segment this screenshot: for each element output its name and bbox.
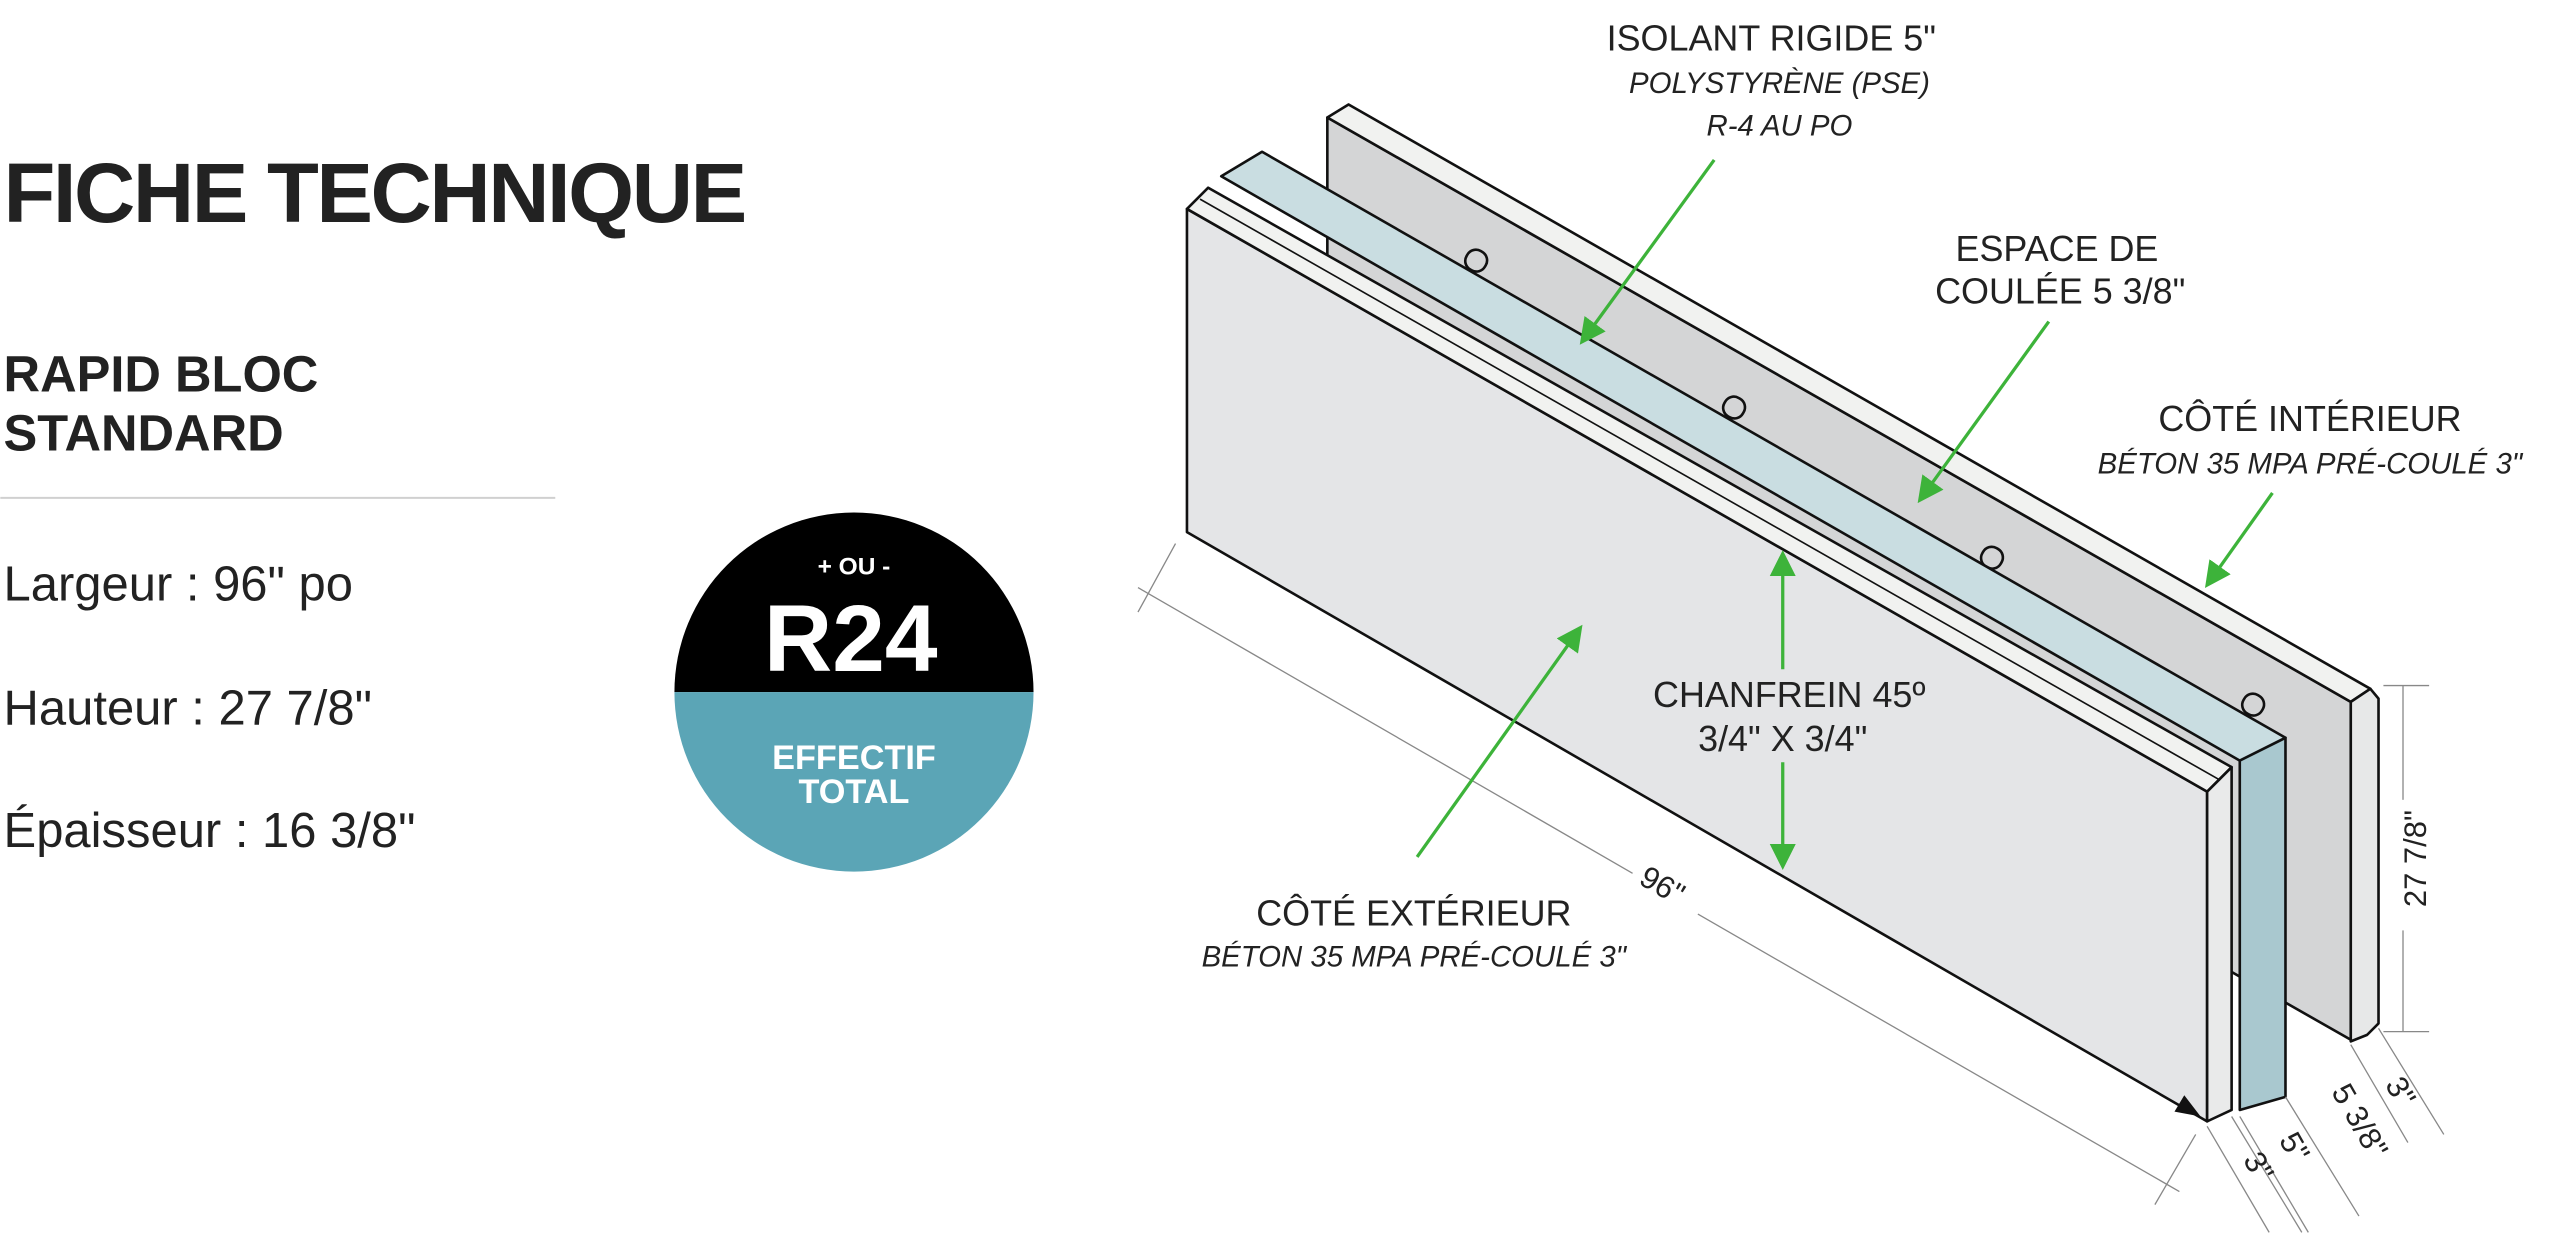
product-name-line1: RAPID BLOC: [4, 346, 319, 403]
interior-panel-end: [2349, 687, 2380, 1043]
dim-length: 96": [1634, 859, 1691, 912]
spec-thickness: Épaisseur : 16 3/8": [4, 804, 416, 858]
badge-top-text: + OU -: [818, 554, 891, 581]
arrow-interior-icon: [2204, 492, 2274, 589]
insulation-material: POLYSTYRÈNE (PSE): [1629, 67, 1930, 100]
interior-label: CÔTÉ INTÉRIEUR: [2158, 398, 2461, 439]
dimension-lines: [1137, 543, 2445, 1233]
insulation-label: ISOLANT RIGIDE 5": [1607, 18, 1936, 59]
tie-icons: [1463, 248, 2266, 717]
arrow-exterior-icon: [1415, 624, 1583, 858]
insulation-end: [2238, 736, 2287, 1112]
exterior-label: CÔTÉ EXTÉRIEUR: [1256, 893, 1571, 934]
exterior-detail: BÉTON 35 MPA PRÉ-COULÉ 3": [1202, 940, 1628, 973]
chamfer-label-2: 3/4" X 3/4": [1698, 718, 1867, 759]
product-name-line2: STANDARD: [4, 405, 284, 462]
block-diagram: [1185, 103, 2380, 1123]
badge-line2: TOTAL: [798, 773, 909, 811]
pour-space-label-2: COULÉE 5 3/8": [1935, 271, 2185, 312]
dim-height: 27 7/8": [2398, 810, 2433, 907]
badge-value: R24: [764, 586, 938, 692]
interior-detail: BÉTON 35 MPA PRÉ-COULÉ 3": [2098, 447, 2524, 480]
dim-insulation: 5": [2272, 1126, 2316, 1168]
exterior-panel-end: [2205, 765, 2233, 1123]
spec-height: Hauteur : 27 7/8": [4, 682, 372, 736]
callout-arrows: [1415, 159, 2274, 871]
page-title: FICHE TECHNIQUE: [4, 145, 745, 240]
arrow-pour-space-icon: [1917, 320, 2051, 504]
badge-line1: EFFECTIF: [772, 739, 936, 777]
dim-exterior: 3": [2236, 1146, 2280, 1188]
r-value-badge: + OU - R24 EFFECTIF TOTAL: [674, 512, 1034, 872]
dim-interior: 3": [2378, 1071, 2422, 1113]
insulation-rvalue: R-4 AU PO: [1707, 109, 1853, 142]
arrow-insulation-icon: [1579, 159, 1716, 345]
chamfer-label-1: CHANFREIN 45º: [1653, 674, 1926, 715]
dimension-arrowhead: [2174, 1095, 2201, 1117]
spec-width: Largeur : 96" po: [4, 558, 353, 612]
pour-space-label-1: ESPACE DE: [1956, 228, 2159, 269]
